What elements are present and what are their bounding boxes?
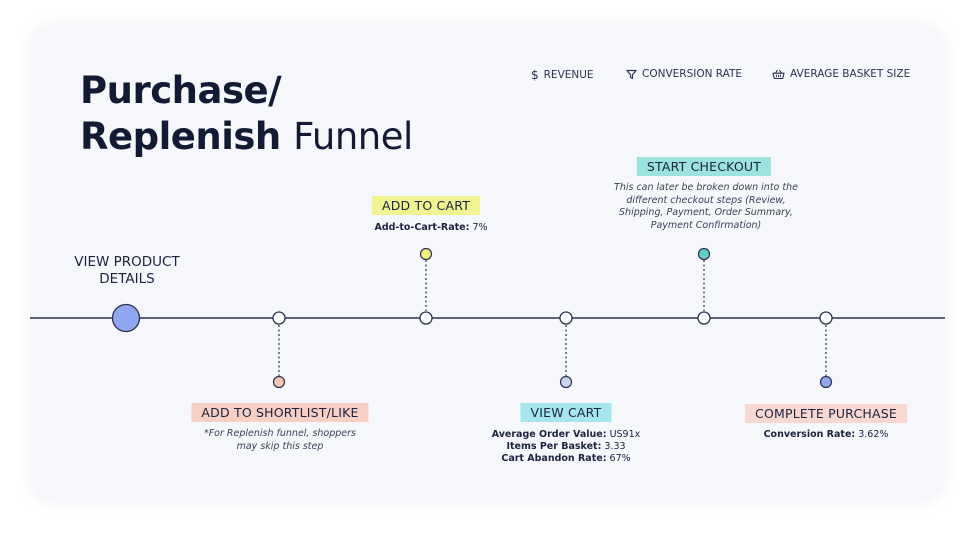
metric-add-to-cart-rate-label: Add-to-Cart-Rate: — [374, 222, 470, 233]
node-view-product — [111, 303, 141, 333]
metric-ipb-label: Items Per Basket: — [506, 441, 602, 452]
metric-ipb-value: 3.33 — [604, 441, 626, 452]
legend-average-basket-size-label: AVERAGE BASKET SIZE — [790, 68, 911, 80]
node-view-cart — [559, 311, 573, 325]
dollar-icon: $ — [531, 68, 539, 82]
legend-conversion-rate: CONVERSION RATE — [626, 68, 742, 80]
metric-car-value: 67% — [609, 453, 631, 464]
dot-view-cart — [559, 375, 573, 389]
node-complete-purchase — [819, 311, 833, 325]
dot-complete-purchase — [819, 375, 833, 389]
legend-revenue: $ REVENUE — [531, 68, 594, 82]
metric-conversion-rate-value: 3.62% — [858, 429, 889, 440]
metric-cart-abandon-rate: Cart Abandon Rate: 67% — [501, 453, 630, 465]
note-shortlist: *For Replenish funnel, shoppers may skip… — [203, 428, 357, 452]
page-title: Purchase/ Replenish Funnel — [80, 68, 413, 160]
note-start-checkout: This can later be broken down into the d… — [614, 182, 798, 231]
metric-car-label: Cart Abandon Rate: — [501, 453, 607, 464]
tag-start-checkout: START CHECKOUT — [636, 157, 772, 176]
dot-start-checkout — [697, 247, 711, 261]
tag-add-to-cart: ADD TO CART — [371, 196, 481, 215]
metric-add-to-cart-rate-value: 7% — [472, 222, 488, 233]
node-start-checkout — [697, 311, 711, 325]
metric-conversion-rate: Conversion Rate: 3.62% — [764, 429, 889, 441]
filter-icon — [626, 69, 637, 79]
tag-shortlist: ADD TO SHORTLIST/LIKE — [191, 403, 369, 422]
metric-aov-label: Average Order Value: — [491, 429, 607, 440]
dot-add-to-cart — [419, 247, 433, 261]
title-line-1: Purchase/ — [80, 69, 282, 112]
legend-revenue-label: REVENUE — [543, 69, 594, 81]
node-add-to-cart — [419, 311, 433, 325]
stage-view-product: VIEW PRODUCT DETAILS — [74, 254, 180, 287]
metric-items-per-basket: Items Per Basket: 3.33 — [506, 441, 625, 453]
legend-average-basket-size: AVERAGE BASKET SIZE — [772, 68, 910, 80]
metric-aov-value: US91x — [609, 429, 641, 440]
dot-shortlist — [272, 375, 286, 389]
title-line-2-light: Funnel — [293, 115, 413, 158]
metric-conversion-rate-label: Conversion Rate: — [763, 429, 856, 440]
node-shortlist — [272, 311, 286, 325]
title-line-2-bold: Replenish — [80, 115, 281, 158]
metric-average-order-value: Average Order Value: US91x — [492, 429, 641, 441]
tag-complete-purchase: COMPLETE PURCHASE — [745, 404, 907, 423]
basket-icon — [772, 69, 785, 79]
legend-conversion-rate-label: CONVERSION RATE — [642, 68, 743, 80]
tag-view-cart: VIEW CART — [520, 403, 612, 422]
metric-add-to-cart-rate: Add-to-Cart-Rate: 7% — [374, 222, 487, 234]
